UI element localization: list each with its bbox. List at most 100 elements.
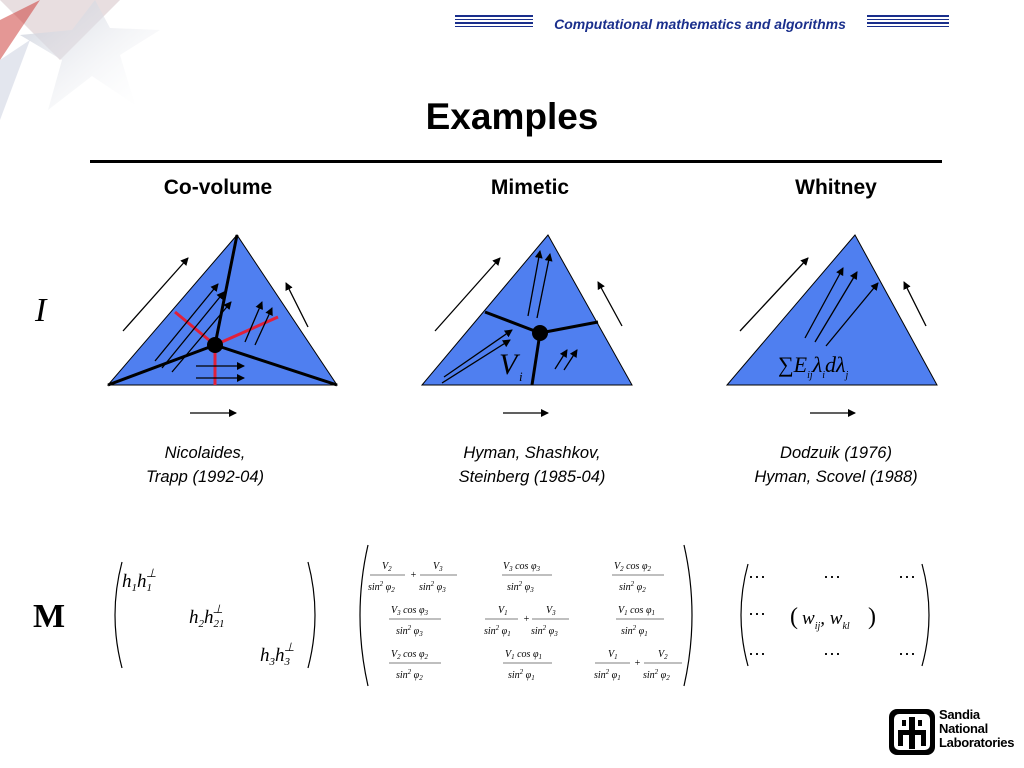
mimetic-triangle <box>420 234 633 386</box>
svg-text:V3 cos φ3: V3 cos φ3 <box>391 605 428 617</box>
svg-text:sin2 φ2: sin2 φ2 <box>619 580 646 594</box>
svg-text:+: + <box>634 658 641 669</box>
heading-co-volume: Co-volume <box>163 176 273 199</box>
mimetic-edge-bottom <box>530 332 542 386</box>
svg-text:V2: V2 <box>658 649 668 661</box>
logo-line: Laboratories <box>939 735 1015 750</box>
co-volume-arrow <box>161 291 225 369</box>
mimetic-arrow <box>554 349 568 370</box>
svg-text:+: + <box>410 570 417 581</box>
svg-text:V1 cos φ1: V1 cos φ1 <box>618 605 655 617</box>
svg-text:V1 cos φ1: V1 cos φ1 <box>505 649 542 661</box>
svg-text:V2: V2 <box>382 561 392 573</box>
title-rule <box>90 160 942 163</box>
svg-text:sin2 φ1: sin2 φ1 <box>508 668 535 682</box>
co-volume-edge-left <box>107 343 216 387</box>
whitney-matrix: ⋯ ⋯ ⋯ ⋯ ( wij, wkl ) ⋯ ⋯ ⋯ <box>740 563 930 667</box>
svg-text:): ) <box>868 604 876 630</box>
co-volume-arrow <box>285 282 309 328</box>
mimetic-arrow <box>441 339 511 384</box>
mimetic-diagram: V i <box>420 234 633 417</box>
flag-star-decoration <box>0 0 160 120</box>
svg-text:(: ( <box>790 604 798 630</box>
sandia-logo-icon <box>889 709 935 755</box>
citation-mimetic: Hyman, Shashkov, Steinberg (1985-04) <box>402 441 662 489</box>
whitney-arrow <box>825 282 879 347</box>
citation-whitney: Dodzuik (1976) Hyman, Scovel (1988) <box>706 441 966 489</box>
banner-text: Computational mathematics and algorithms <box>533 14 867 34</box>
svg-text:wij, wkl: wij, wkl <box>802 608 850 632</box>
mimetic-edge-left <box>484 310 541 335</box>
svg-text:V1: V1 <box>608 649 618 661</box>
svg-text:⋯: ⋯ <box>898 567 916 587</box>
citation-line: Trapp (1992-04) <box>145 468 264 486</box>
co-volume-edge-top <box>213 234 239 346</box>
mimetic-arrow <box>527 250 543 317</box>
whitney-formula: ∑Eijλidλj <box>778 352 849 381</box>
row-label-matrix: M <box>33 598 66 635</box>
svg-text:sin2 φ3: sin2 φ3 <box>507 580 534 594</box>
whitney-diagram: ∑Eijλidλj <box>725 234 938 417</box>
citation-line: Hyman, Shashkov, <box>463 444 601 462</box>
heading-whitney: Whitney <box>795 176 877 199</box>
svg-text:sin2 φ2: sin2 φ2 <box>643 668 670 682</box>
whitney-arrow <box>804 267 844 339</box>
svg-text:⋯: ⋯ <box>823 567 841 587</box>
svg-text:V3: V3 <box>546 605 556 617</box>
co-volume-arrow <box>244 301 263 343</box>
svg-text:h3h3⊥: h3h3⊥ <box>260 640 294 668</box>
slide-title: Examples <box>425 96 599 137</box>
co-volume-arrow <box>171 301 232 373</box>
svg-text:sin2 φ1: sin2 φ1 <box>484 624 511 638</box>
banner-lines-left <box>455 15 533 34</box>
mimetic-arrow <box>536 253 553 319</box>
co-volume-red-right <box>214 315 279 347</box>
svg-text:⋯: ⋯ <box>748 604 766 624</box>
svg-text:sin2 φ3: sin2 φ3 <box>419 580 446 594</box>
co-volume-arrow <box>254 307 273 346</box>
mimetic-v-label: V <box>499 348 521 381</box>
svg-text:V3: V3 <box>433 561 443 573</box>
whitney-arrow <box>903 281 927 327</box>
svg-text:V2 cos φ2: V2 cos φ2 <box>614 561 651 573</box>
heading-mimetic: Mimetic <box>490 176 570 199</box>
svg-text:sin2 φ1: sin2 φ1 <box>621 624 648 638</box>
banner-lines-right <box>867 15 949 34</box>
mimetic-edge-right <box>539 320 599 335</box>
citation-line: Dodzuik (1976) <box>780 444 892 462</box>
svg-text:⋯: ⋯ <box>748 567 766 587</box>
co-volume-node <box>207 337 223 353</box>
whitney-arrow <box>739 257 809 332</box>
svg-text:V2 cos φ2: V2 cos φ2 <box>391 649 428 661</box>
mimetic-arrow <box>434 257 501 332</box>
co-volume-matrix: h1h1⊥ h2h21⊥ h3h3⊥ <box>114 561 316 669</box>
svg-text:sin2 φ3: sin2 φ3 <box>531 624 558 638</box>
svg-text:h2h21⊥: h2h21⊥ <box>189 602 225 630</box>
mimetic-arrow <box>563 349 578 371</box>
whitney-arrow <box>814 271 858 343</box>
svg-text:V1: V1 <box>498 605 508 617</box>
co-volume-diagram <box>106 234 338 417</box>
citation-line: Hyman, Scovel (1988) <box>754 468 918 486</box>
sandia-logo-text: Sandia National Laboratories <box>939 708 1014 750</box>
co-volume-arrow <box>154 283 219 362</box>
co-volume-edge-right <box>214 343 338 387</box>
svg-text:sin2 φ2: sin2 φ2 <box>368 580 395 594</box>
svg-text:⋯: ⋯ <box>823 644 841 664</box>
logo-line: Sandia <box>939 707 980 722</box>
mimetic-arrow <box>597 281 623 327</box>
svg-text:sin2 φ3: sin2 φ3 <box>396 624 423 638</box>
citation-line: Steinberg (1985-04) <box>458 468 606 486</box>
mimetic-arrow <box>443 329 513 378</box>
mimetic-matrix: V2 sin2 φ2 + V3 sin2 φ3 V3 cos φ3 sin2 φ… <box>359 544 693 687</box>
mimetic-node <box>532 325 548 341</box>
row-label-interpolation: I <box>35 292 47 329</box>
mimetic-v-subscript: i <box>519 369 523 384</box>
co-volume-arrow <box>122 257 189 332</box>
citation-co-volume: Nicolaides, Trapp (1992-04) <box>75 441 335 489</box>
svg-text:sin2 φ2: sin2 φ2 <box>396 668 423 682</box>
citation-line: Nicolaides, <box>164 444 246 462</box>
svg-text:sin2 φ1: sin2 φ1 <box>594 668 621 682</box>
